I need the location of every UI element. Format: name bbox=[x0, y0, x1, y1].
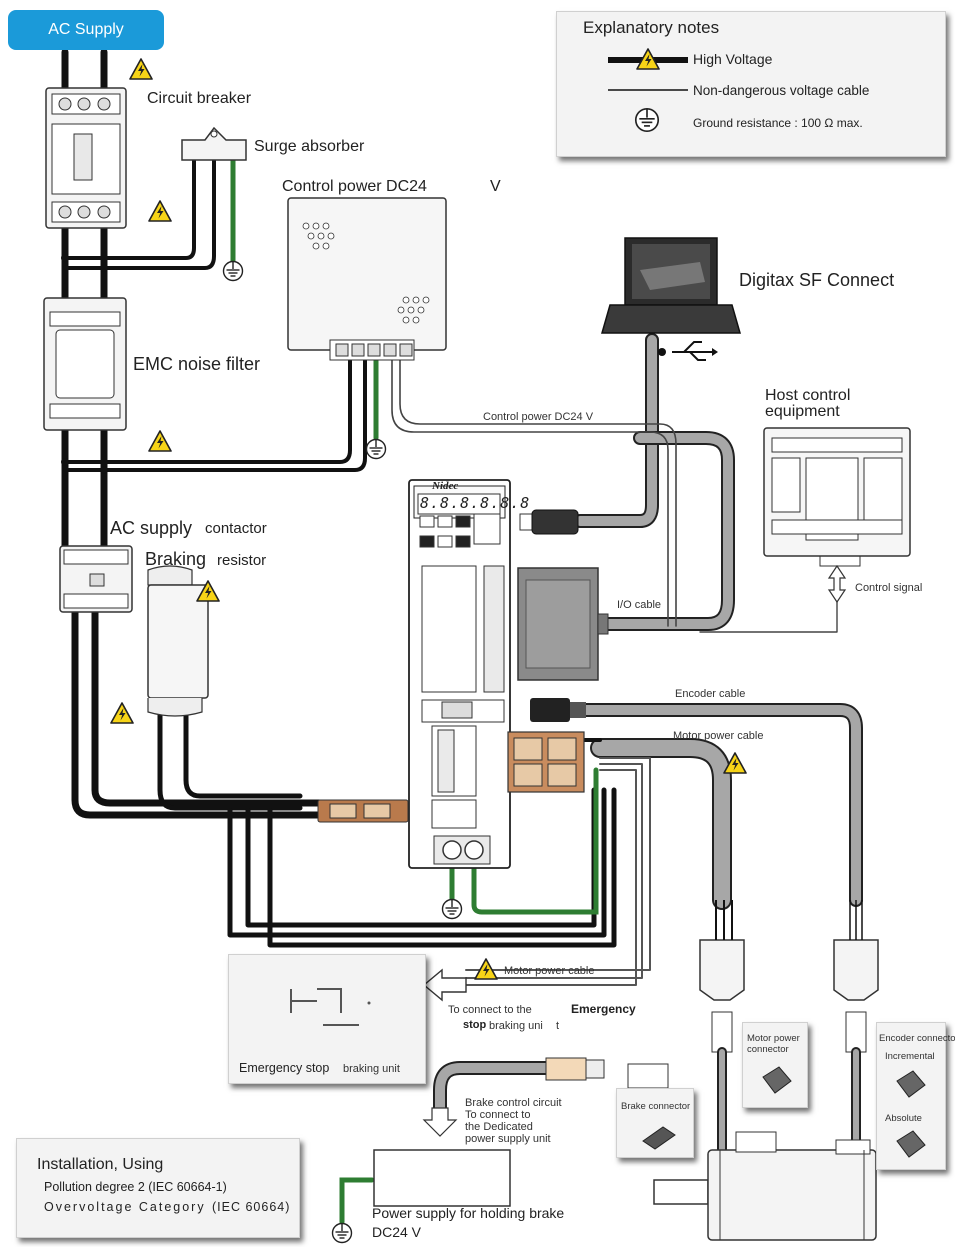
brake-connector-box: Brake connector bbox=[616, 1088, 694, 1158]
emergency-box-a: Emergency stop bbox=[239, 1061, 330, 1075]
ground-icon bbox=[222, 260, 244, 282]
control-power-unit: V bbox=[490, 178, 501, 195]
host-label-1: Host control bbox=[765, 387, 851, 404]
control-power-label: Control power DC24 bbox=[282, 178, 427, 195]
control-power-cable-label: Control power DC24 V bbox=[483, 411, 594, 423]
digitax-label: Digitax SF Connect bbox=[739, 270, 895, 290]
installation-line2a: Overvoltage Category bbox=[44, 1200, 206, 1214]
io-connector bbox=[517, 567, 609, 681]
encoder-incremental: Incremental bbox=[885, 1051, 935, 1062]
circuit-breaker-label: Circuit breaker bbox=[147, 90, 252, 107]
drive-brand: Nidec bbox=[432, 480, 459, 492]
encoder-cable-label: Encoder cable bbox=[675, 688, 746, 700]
legend-title: Explanatory notes bbox=[583, 18, 720, 37]
usb-connector bbox=[519, 509, 579, 535]
encoder-connector-graphic bbox=[833, 900, 879, 1053]
motor-power-terminal bbox=[507, 731, 585, 793]
explanatory-notes-box bbox=[556, 11, 946, 157]
emergency-stop-box bbox=[228, 954, 426, 1084]
host-controller bbox=[763, 427, 911, 567]
high-voltage-cables bbox=[61, 48, 617, 948]
motor-power-connector-graphic bbox=[699, 900, 745, 1053]
brake-arrow bbox=[422, 1107, 458, 1137]
brake-plug bbox=[545, 1057, 669, 1089]
motor-power-connector-icon bbox=[762, 1066, 792, 1094]
ground-icon bbox=[365, 438, 387, 460]
ground-icon bbox=[634, 107, 660, 133]
installation-line2b: (IEC 60664) bbox=[212, 1200, 291, 1214]
motor-power-cable-label: Motor power cable bbox=[673, 730, 764, 742]
servo-drive bbox=[408, 479, 511, 869]
installation-box bbox=[16, 1138, 300, 1238]
surge-absorber bbox=[181, 126, 247, 161]
brake-to-connect: To connect to bbox=[465, 1109, 531, 1121]
encoder-absolute: Absolute bbox=[885, 1113, 922, 1124]
motor-power-connector-box: Motor power connector bbox=[742, 1022, 808, 1108]
legend-high-voltage: High Voltage bbox=[693, 51, 773, 67]
installation-title: Installation, Using bbox=[37, 1156, 164, 1173]
control-power-supply bbox=[287, 197, 447, 361]
emc-noise-filter bbox=[43, 297, 127, 431]
brake-circuit-label: Brake control circuit bbox=[465, 1097, 562, 1109]
circuit-breaker bbox=[45, 87, 127, 229]
ground-icon bbox=[441, 898, 463, 920]
laptop bbox=[601, 237, 741, 361]
emergency-bold: Emergency bbox=[571, 1002, 636, 1016]
emergency-t: t bbox=[556, 1020, 560, 1032]
motor-power-connector-label-a: Motor power bbox=[747, 1033, 800, 1044]
emc-label: EMC noise filter bbox=[133, 354, 261, 374]
ac-supply-contactor bbox=[59, 545, 133, 613]
encoder-connector-title: Encoder connector bbox=[879, 1033, 955, 1044]
junction-dots bbox=[61, 254, 108, 474]
encoder-absolute-icon bbox=[896, 1130, 926, 1158]
warning-icon bbox=[110, 702, 134, 724]
surge-absorber-label: Surge absorber bbox=[254, 138, 365, 155]
brake-power-supply bbox=[373, 1149, 511, 1207]
control-signal-arrow bbox=[827, 564, 847, 604]
warning-icon bbox=[148, 200, 172, 222]
ac-contactor-label-a: AC supply bbox=[110, 518, 193, 538]
io-cable-label: I/O cable bbox=[617, 599, 662, 611]
installation-line1: Pollution degree 2 (IEC 60664-1) bbox=[44, 1180, 227, 1194]
legend-non-dangerous: Non-dangerous voltage cable bbox=[693, 83, 870, 98]
warning-icon bbox=[129, 58, 153, 80]
encoder-connector-box: Encoder connector Incremental Absolute bbox=[876, 1022, 955, 1170]
motor-power-connector-label-b: connector bbox=[747, 1044, 789, 1055]
drive-display: 8.8.8.8.8.8 bbox=[420, 494, 531, 512]
braking-label-b: resistor bbox=[217, 552, 267, 569]
brake-psu: power supply unit bbox=[465, 1133, 551, 1145]
servo-motor bbox=[653, 1131, 877, 1241]
motor-power-cable-label-2: Motor power cable bbox=[504, 965, 595, 977]
braking-label-a: Braking bbox=[145, 549, 207, 569]
encoder-incremental-icon bbox=[896, 1070, 926, 1098]
ac-contactor-label-b: contactor bbox=[205, 520, 267, 537]
ac-supply-badge: AC Supply bbox=[8, 10, 164, 50]
encoder-plug bbox=[530, 698, 586, 722]
ground-wires bbox=[230, 157, 599, 1225]
emergency-braking-unit: braking uni bbox=[489, 1020, 543, 1032]
control-signal-label: Control signal bbox=[855, 582, 923, 594]
signal-cables bbox=[391, 333, 863, 1117]
emergency-stop-bold: stop bbox=[463, 1019, 487, 1031]
legend-ground: Ground resistance : 100 Ω max. bbox=[693, 116, 863, 130]
host-label-2: equipment bbox=[765, 403, 840, 420]
emergency-box-b: braking unit bbox=[343, 1063, 400, 1075]
brake-connector-label: Brake connector bbox=[621, 1101, 691, 1112]
brake-supply-line1: Power supply for holding brake bbox=[372, 1205, 565, 1221]
brake-connector-icon bbox=[642, 1126, 676, 1150]
legend-graphics bbox=[608, 48, 688, 133]
l1-l2-plug bbox=[317, 799, 409, 823]
ground-icon bbox=[331, 1222, 353, 1244]
warning-icon bbox=[148, 430, 172, 452]
braking-resistor bbox=[147, 565, 209, 717]
emergency-stop-symbol bbox=[290, 988, 371, 1026]
brake-dedicated: the Dedicated bbox=[465, 1121, 533, 1133]
emergency-arrow bbox=[422, 968, 467, 1002]
emergency-to-connect: To connect to the bbox=[448, 1004, 532, 1016]
brake-supply-line2: DC24 V bbox=[372, 1224, 422, 1240]
